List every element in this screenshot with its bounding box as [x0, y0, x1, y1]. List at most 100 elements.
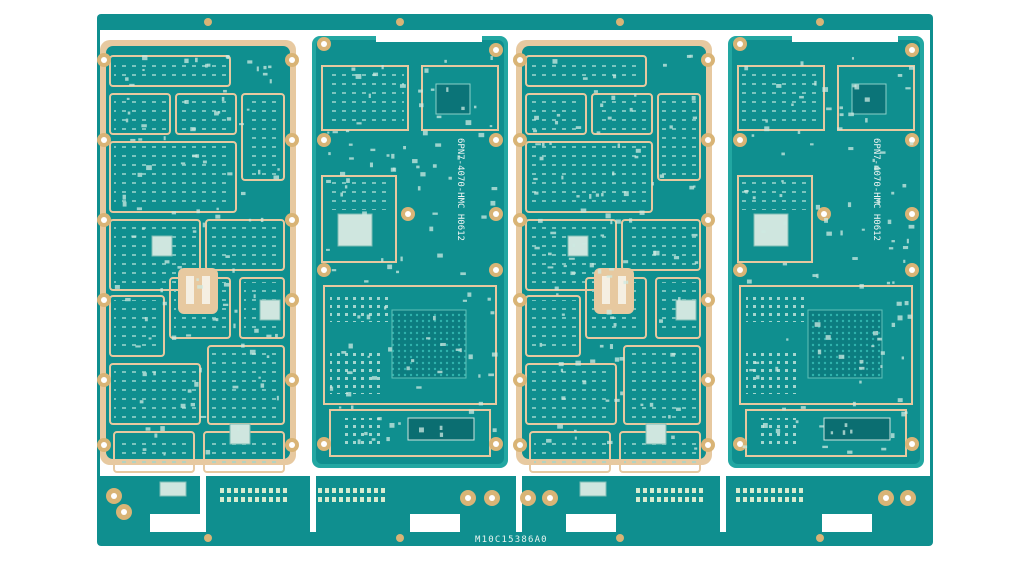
- smd-pad: [332, 131, 338, 134]
- smd-pad: [490, 56, 493, 60]
- smd-pad: [659, 174, 665, 178]
- hole-center: [489, 495, 495, 501]
- smd-pad: [190, 127, 196, 132]
- smd-pad: [416, 386, 422, 389]
- hole-center: [905, 495, 911, 501]
- smd-pad: [613, 323, 617, 327]
- smd-pad: [886, 281, 891, 285]
- smd-pad: [775, 428, 781, 434]
- header-pin: [381, 488, 385, 493]
- hole-center: [517, 137, 523, 143]
- smd-pad: [388, 347, 392, 352]
- smd-pad: [478, 132, 485, 138]
- smd-pad: [830, 431, 834, 435]
- copper-trace: [421, 65, 499, 131]
- smd-pad: [350, 405, 354, 410]
- smd-pad: [387, 264, 393, 270]
- smd-pad: [214, 111, 219, 116]
- smd-pad: [221, 96, 225, 101]
- smd-pad: [850, 429, 853, 434]
- smd-pad: [810, 143, 814, 146]
- smd-pad: [611, 95, 616, 100]
- smd-pad: [439, 425, 443, 431]
- smd-pad: [749, 368, 756, 372]
- smd-pad: [561, 313, 565, 316]
- smd-pad: [389, 422, 395, 428]
- header-pin: [743, 497, 747, 502]
- smd-pad: [187, 389, 192, 393]
- smd-pad: [881, 447, 887, 451]
- module-marking: 6PN7-4070-HMC H0612: [455, 138, 465, 241]
- smd-pad: [901, 411, 906, 417]
- smd-pad: [601, 193, 604, 197]
- smd-pad: [349, 157, 354, 160]
- smd-pad: [254, 328, 259, 333]
- smd-pad: [223, 282, 230, 287]
- center-pin: [602, 276, 610, 304]
- smd-pad: [605, 399, 610, 402]
- header-pin: [234, 497, 238, 502]
- smd-pad: [589, 262, 594, 268]
- smd-pad: [554, 286, 559, 291]
- smd-pad: [582, 380, 587, 385]
- smd-pad: [381, 65, 384, 70]
- header-pin: [220, 497, 224, 502]
- hole-center: [705, 297, 711, 303]
- copper-trace: [621, 219, 701, 271]
- smd-pad: [609, 268, 614, 271]
- header-pin: [792, 488, 796, 493]
- smd-pad: [142, 372, 147, 377]
- smd-pad: [742, 445, 748, 449]
- smd-pad: [202, 160, 207, 164]
- smd-pad: [257, 169, 261, 175]
- hole-center: [289, 297, 295, 303]
- smd-pad: [457, 155, 460, 160]
- header-pin: [234, 488, 238, 493]
- smd-pad: [186, 334, 192, 337]
- smd-pad: [623, 260, 629, 264]
- copper-trace: [205, 219, 285, 271]
- smd-pad: [797, 130, 801, 134]
- smd-pad: [223, 89, 227, 93]
- smd-pad: [907, 314, 913, 319]
- smd-pad: [277, 168, 280, 171]
- fiducial: [396, 18, 404, 26]
- smd-pad: [396, 270, 400, 274]
- smd-pad: [552, 59, 558, 64]
- smd-pad: [653, 250, 660, 256]
- pad-field: [746, 350, 800, 394]
- fiducial: [616, 18, 624, 26]
- smd-pad: [689, 54, 693, 58]
- header-pin: [692, 488, 696, 493]
- pad-field: [530, 98, 582, 130]
- smd-pad: [437, 253, 443, 258]
- smd-pad: [141, 124, 147, 128]
- smd-pad: [184, 99, 189, 104]
- header-pin: [692, 497, 696, 502]
- header-pin: [269, 488, 273, 493]
- header-pin: [657, 488, 661, 493]
- smd-pad: [346, 392, 352, 397]
- smd-pad: [779, 194, 783, 198]
- hole-center: [101, 442, 107, 448]
- smd-pad: [398, 422, 401, 425]
- smd-pad: [671, 435, 675, 440]
- smd-pad: [386, 154, 390, 157]
- smd-pad: [154, 433, 158, 438]
- smd-pad: [355, 74, 362, 79]
- smd-pad: [262, 72, 268, 76]
- smd-pad: [533, 129, 538, 133]
- smd-pad: [596, 131, 601, 134]
- smd-pad: [751, 134, 755, 137]
- smd-pad: [467, 292, 472, 297]
- hole-center: [289, 377, 295, 383]
- smd-pad: [765, 119, 768, 123]
- header-pin: [227, 497, 231, 502]
- fiducial: [396, 534, 404, 542]
- smd-pad: [904, 411, 908, 414]
- header-pin: [367, 488, 371, 493]
- header-pin: [771, 497, 775, 502]
- hole-center: [493, 47, 499, 53]
- smd-pad: [800, 61, 804, 66]
- header-pin: [785, 488, 789, 493]
